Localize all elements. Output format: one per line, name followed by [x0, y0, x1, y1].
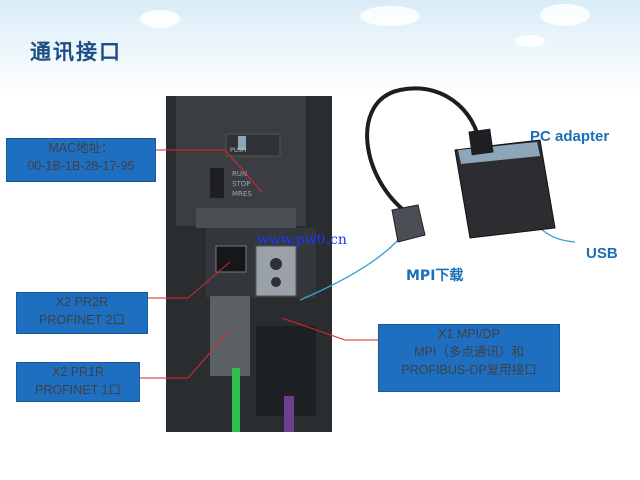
pc-adapter-device [454, 139, 556, 239]
cloud-decoration [515, 35, 545, 47]
port1-leader-line [187, 329, 231, 379]
port1-callout-line2: PROFINET 1口 [35, 383, 121, 397]
mac-address-callout: MAC地址： 00-1B-1B-28-17-95 [6, 138, 156, 182]
plc-photo: PUSH RUN STOP MRES [166, 96, 332, 432]
header-background [0, 0, 640, 95]
cloud-decoration [360, 6, 420, 26]
cloud-decoration [140, 10, 180, 28]
sub-d-connector [391, 204, 426, 243]
cloud-decoration [540, 4, 590, 26]
watermark-text: www.pw0.cn [257, 232, 347, 248]
usb-label: USB [586, 245, 618, 262]
mpi-callout-line2: MPI（多点通讯）和 [414, 345, 524, 359]
push-text: PUSH [230, 147, 246, 154]
mac-callout-line2: 00-1B-1B-28-17-95 [27, 159, 135, 173]
mpi-dp-callout: X1 MPI/DP MPI（多点通讯）和 PROFIBUS-DP复用接口 [378, 324, 560, 392]
mpi-callout-line1: X1 MPI/DP [438, 327, 500, 341]
mpi-callout-line3: PROFIBUS-DP复用接口 [401, 363, 537, 377]
mpi-download-label: MPI下载 [406, 268, 464, 284]
mres-text: MRES [232, 190, 252, 198]
run-text: RUN [232, 170, 247, 178]
profinet-port1-callout: X2 PR1R PROFINET 1口 [16, 362, 140, 402]
adapter-label-strip [458, 142, 540, 164]
slide-title: 通讯接口 [30, 39, 122, 64]
port1-callout-line1: X2 PR1R [51, 365, 105, 379]
port2-leader-line [187, 261, 231, 299]
port2-callout-line1: X2 PR2R [55, 295, 109, 309]
adapter-cable [365, 86, 482, 217]
mac-leader-line [224, 149, 263, 193]
port2-callout-line2: PROFINET 2口 [39, 313, 125, 327]
pc-adapter-label: PC adapter [530, 128, 610, 145]
profinet-port2-callout: X2 PR2R PROFINET 2口 [16, 292, 148, 334]
mpi-leader-line [281, 317, 346, 341]
mpi-arrow [299, 239, 399, 301]
adapter-strain-relief [468, 128, 494, 156]
stop-text: STOP [232, 180, 250, 188]
mac-callout-line1: MAC地址： [48, 141, 114, 155]
